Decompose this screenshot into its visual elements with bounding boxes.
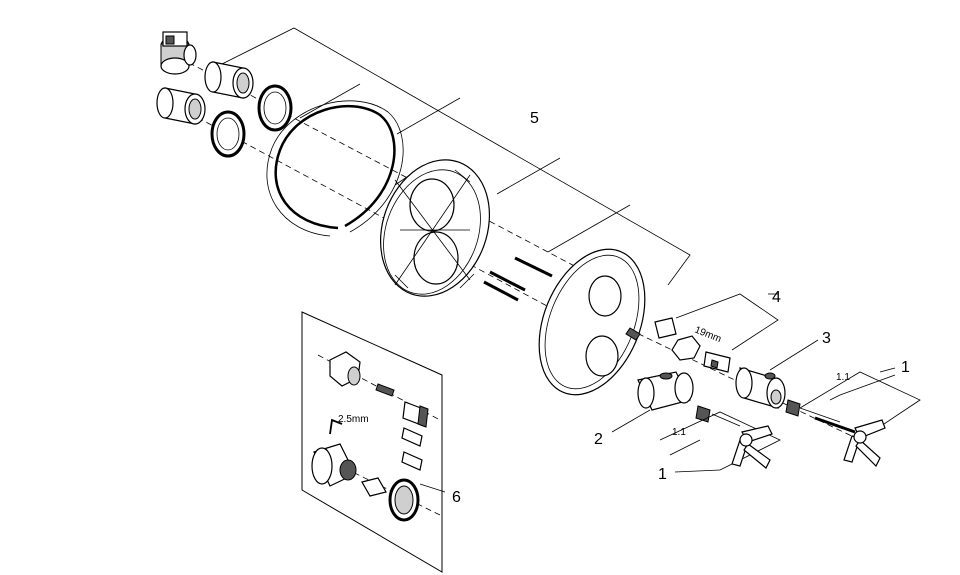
hex-key-icon: [329, 418, 343, 435]
inset-pin-part: [375, 383, 395, 397]
o-ring-lower: [210, 110, 246, 158]
callout-2-label: 2: [594, 431, 603, 448]
hex-key-size-label: 2.5mm: [338, 414, 369, 425]
callout-1-right-bracket: [799, 367, 921, 441]
callout-5-bracket: [217, 27, 691, 286]
cross-handle-part-right: [814, 416, 886, 468]
inset-insert-parts: [401, 427, 423, 471]
handle-sleeve-part-3: [735, 367, 786, 409]
escutcheon-plate-part: [538, 248, 646, 396]
callout-4-label: 4: [772, 289, 781, 306]
callout-6-label: 6: [452, 489, 461, 506]
sleeve-part-upper: [204, 61, 254, 99]
mounting-plate-part: [379, 159, 491, 297]
callout-1-left-label: 1: [658, 466, 667, 483]
callout-1-right-label: 1: [901, 359, 910, 376]
spline-adapter-part-right: [785, 399, 841, 423]
callout-3-leader: [769, 339, 819, 371]
sleeve-part-lower: [156, 87, 206, 125]
handle-sleeve-part-2: [637, 371, 694, 411]
inset-ring-part: [388, 478, 420, 522]
retaining-ring-part: [266, 100, 404, 237]
callout-4-bracket: [675, 293, 779, 351]
valve-cartridge-part: [160, 31, 197, 75]
callout-5-label: 5: [530, 110, 539, 127]
inset-rod-part: [361, 477, 387, 497]
o-ring-upper: [257, 84, 293, 132]
inset-cartridge-part: [311, 443, 357, 487]
subpart-1-1-left-label: 1.1: [672, 427, 686, 438]
inset-nut-part: [329, 351, 361, 387]
callout-2-leader: [611, 409, 651, 433]
inset-cylinder-part: [402, 401, 429, 428]
spline-adapter-part-left: [695, 405, 741, 427]
subpart-1-1-right-label: 1.1: [836, 372, 850, 383]
callout-6-leader: [419, 483, 446, 493]
adapter-nut-part: [654, 317, 731, 373]
callout-3-label: 3: [822, 330, 831, 347]
screw-parts: [483, 256, 553, 302]
cross-handle-part-left: [731, 425, 773, 469]
